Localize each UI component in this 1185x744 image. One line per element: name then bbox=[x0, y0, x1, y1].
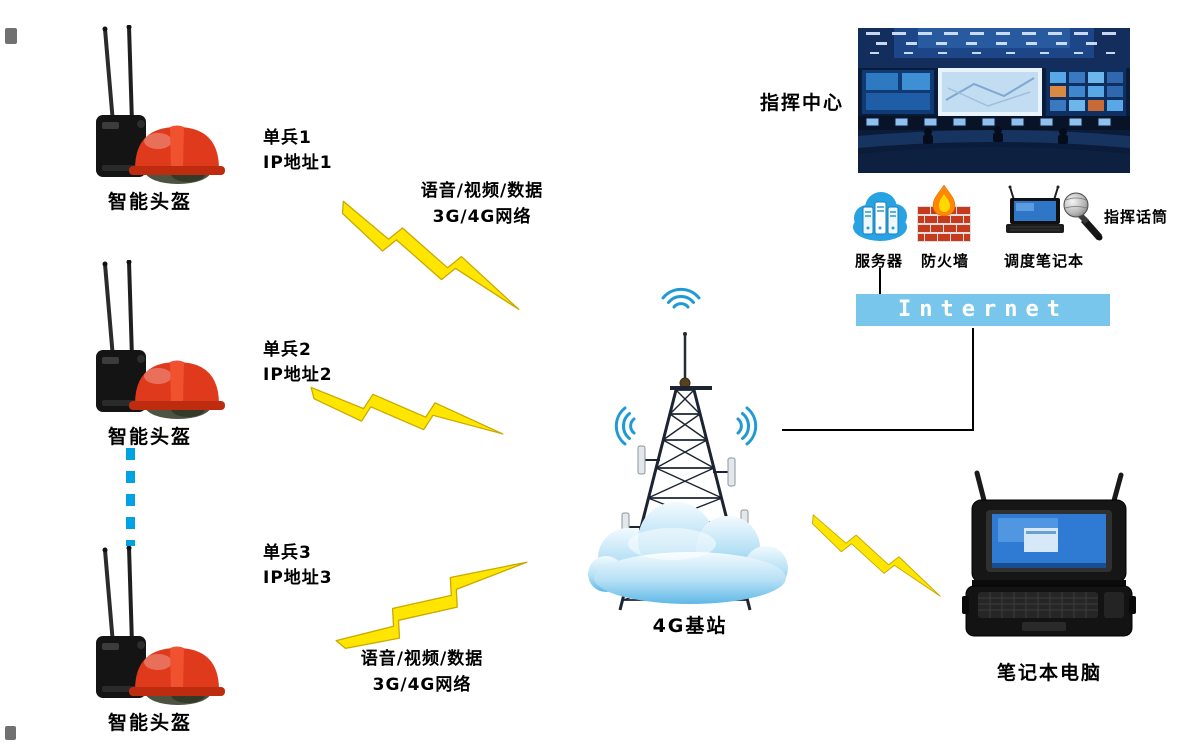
link-bottom-line1: 语音/视频/数据 bbox=[360, 649, 484, 669]
firewall-icon bbox=[917, 184, 971, 242]
command-center-photo bbox=[858, 28, 1130, 173]
soldier-3-name: 单兵3 bbox=[263, 543, 312, 563]
smart-helmet-2-icon bbox=[96, 260, 225, 419]
dispatch-laptop-label: 调度笔记本 bbox=[1003, 252, 1084, 270]
wifi-signal-top-icon bbox=[661, 287, 701, 309]
link-top-line2: 3G/4G网络 bbox=[432, 207, 532, 227]
link-bottom-line2: 3G/4G网络 bbox=[372, 675, 472, 695]
helmet-3-label: 智能头盔 bbox=[107, 712, 192, 734]
wire-devices-to-internet bbox=[879, 268, 881, 294]
link-annotation-top: 语音/视频/数据 3G/4G网络 bbox=[396, 178, 568, 230]
helmet-2-label: 智能头盔 bbox=[107, 426, 192, 448]
wifi-signal-right-icon bbox=[736, 406, 758, 446]
link-annotation-bottom: 语音/视频/数据 3G/4G网络 bbox=[336, 646, 508, 698]
soldier-1-name: 单兵1 bbox=[263, 128, 312, 148]
soldier-2-ip: IP地址2 bbox=[263, 365, 333, 385]
internet-bar: Internet bbox=[856, 294, 1110, 326]
corner-mark-bottom bbox=[5, 726, 16, 740]
firewall-label: 防火墙 bbox=[920, 252, 969, 270]
soldier-3-label: 单兵3 IP地址3 bbox=[263, 541, 333, 591]
base-station-label: 4G基站 bbox=[652, 615, 728, 637]
corner-mark-top bbox=[5, 28, 17, 44]
soldier-2-name: 单兵2 bbox=[263, 340, 312, 360]
server-icon bbox=[853, 192, 907, 241]
server-label: 服务器 bbox=[854, 252, 903, 270]
helmet-1-label: 智能头盔 bbox=[107, 191, 192, 213]
lightning-bolt-3 bbox=[335, 561, 528, 650]
link-top-line1: 语音/视频/数据 bbox=[420, 181, 544, 201]
field-laptop-icon bbox=[962, 470, 1136, 637]
soldier-1-label: 单兵1 IP地址1 bbox=[263, 126, 333, 176]
soldier-2-label: 单兵2 IP地址2 bbox=[263, 338, 333, 388]
wire-internet-vertical bbox=[972, 328, 974, 431]
network-cloud-icon bbox=[588, 502, 788, 604]
command-center-label: 指挥中心 bbox=[760, 92, 845, 114]
more-units-dotted-line bbox=[126, 448, 135, 546]
lightning-bolt-2 bbox=[310, 386, 504, 435]
lightning-bolt-4 bbox=[812, 514, 941, 597]
soldier-1-ip: IP地址1 bbox=[263, 153, 333, 173]
smart-helmet-1-icon bbox=[96, 25, 225, 184]
wifi-signal-left-icon bbox=[614, 406, 636, 446]
smart-helmet-3-icon bbox=[96, 546, 225, 705]
field-laptop-label: 笔记本电脑 bbox=[996, 662, 1102, 684]
dispatch-laptop-icon bbox=[1006, 185, 1064, 233]
soldier-3-ip: IP地址3 bbox=[263, 568, 333, 588]
wire-tower-horizontal bbox=[782, 429, 974, 431]
lightning-bolt-1 bbox=[341, 200, 520, 311]
microphone-label: 指挥话筒 bbox=[1104, 208, 1169, 226]
microphone-icon bbox=[1063, 192, 1103, 241]
